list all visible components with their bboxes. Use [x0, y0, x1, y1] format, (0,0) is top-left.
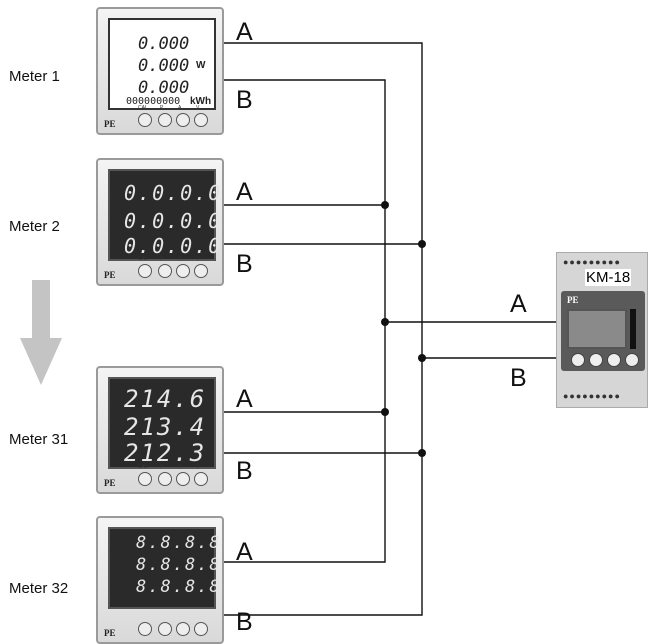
p-key-button[interactable] — [158, 472, 172, 486]
device-b-label: B — [510, 364, 527, 392]
display-line: 0.000 — [138, 34, 190, 54]
device-a-label: A — [510, 290, 527, 318]
meter-32-screen: 8.8.8.8 8.8.8.8 8.8.8.8 — [108, 527, 220, 609]
display-line: 0.0.0.0 — [124, 209, 223, 233]
meter-2-device: 0.0.0.0 0.0.0.0 0.0.0.0 PE CAL P A V — [96, 158, 224, 286]
meter-32-label: Meter 32 — [9, 580, 69, 597]
meter-2-b-label: B — [236, 250, 253, 278]
display-line: 0.0.0.0 — [124, 234, 223, 258]
continuation-arrow-shaft — [32, 280, 50, 338]
meter1-a-wire — [222, 42, 423, 616]
display-line: 8.8.8.8 — [136, 555, 222, 575]
meter-2-screen: 0.0.0.0 0.0.0.0 0.0.0.0 — [108, 169, 220, 261]
km-18-screen — [567, 309, 627, 349]
meter-1-screen: 0.000 0.000 W 0.000 000000000 kWh — [108, 18, 216, 110]
junction-dot — [418, 354, 426, 362]
display-line: 213.4 — [124, 413, 207, 441]
v-key-button[interactable] — [194, 113, 208, 127]
key-label: V — [196, 256, 200, 262]
terminal-row-bottom: ●●●●●●●●● — [563, 391, 621, 401]
key-label: A — [178, 256, 182, 262]
key-label: CAL — [138, 464, 148, 470]
meter-1-device: 0.000 0.000 W 0.000 000000000 kWh PE CAL… — [96, 7, 224, 135]
meter-31-a-label: A — [236, 385, 253, 413]
cal-key-button[interactable] — [138, 113, 152, 127]
v-key-button[interactable] — [194, 264, 208, 278]
junction-dot — [381, 408, 389, 416]
meter-32-b-label: B — [236, 608, 253, 636]
key-label: V — [196, 105, 200, 111]
brand-logo: PE — [567, 295, 579, 305]
meter-2-a-label: A — [236, 178, 253, 206]
unit-label: W — [196, 60, 206, 71]
km-18-status-bar — [630, 309, 636, 349]
key-label: V — [196, 464, 200, 470]
meter-31-b-label: B — [236, 457, 253, 485]
brand-logo: PE — [104, 119, 116, 129]
a-key-button[interactable] — [176, 113, 190, 127]
junction-dot — [381, 201, 389, 209]
cal-key-button[interactable] — [138, 622, 152, 636]
display-line: 8.8.8.8 — [136, 577, 222, 597]
v-key-button[interactable] — [194, 622, 208, 636]
meter-31-label: Meter 31 — [9, 431, 69, 448]
brand-logo: PE — [104, 270, 116, 280]
p-key-button[interactable] — [158, 113, 172, 127]
p-key-button[interactable] — [158, 264, 172, 278]
key-label: P — [160, 105, 164, 111]
display-line: 0.0.0.0 — [124, 181, 223, 205]
km-18-button[interactable] — [571, 353, 585, 367]
km-18-button[interactable] — [607, 353, 621, 367]
key-label: A — [178, 464, 182, 470]
meter-32-a-label: A — [236, 538, 253, 566]
display-line: 0.000 — [138, 56, 190, 76]
meter-1-a-label: A — [236, 18, 253, 46]
meter-1-label: Meter 1 — [9, 68, 60, 85]
key-label: CAL — [138, 256, 148, 262]
key-label: P — [160, 464, 164, 470]
meter-31-screen: 214.6 213.4 212.3 — [108, 377, 216, 469]
brand-logo: PE — [104, 478, 116, 488]
key-label: CAL — [138, 105, 148, 111]
km-18-label: KM-18 — [585, 269, 632, 286]
display-line: 212.3 — [124, 439, 207, 467]
km-18-button[interactable] — [625, 353, 639, 367]
key-label: A — [178, 105, 182, 111]
unit-label: kWh — [190, 96, 212, 107]
km-18-device: ●●●●●●●●● KM-18 PE ●●●●●●●●● — [556, 252, 648, 408]
a-key-button[interactable] — [176, 472, 190, 486]
junction-dot — [418, 449, 426, 457]
brand-logo: PE — [104, 628, 116, 638]
energy-counter: 000000000 — [126, 96, 181, 107]
junction-dot — [381, 318, 389, 326]
cal-key-button[interactable] — [138, 472, 152, 486]
meter-32-device: 8.8.8.8 8.8.8.8 8.8.8.8 PE — [96, 516, 224, 644]
meter1-b-wire — [222, 79, 386, 563]
key-label: P — [160, 256, 164, 262]
v-key-button[interactable] — [194, 472, 208, 486]
cal-key-button[interactable] — [138, 264, 152, 278]
meter-1-b-label: B — [236, 86, 253, 114]
continuation-arrow-head — [20, 338, 62, 385]
km-18-button[interactable] — [589, 353, 603, 367]
meter-31-device: 214.6 213.4 212.3 PE CAL P A V — [96, 366, 224, 494]
display-line: 0.000 — [138, 78, 190, 98]
terminal-row-top: ●●●●●●●●● — [563, 257, 621, 267]
p-key-button[interactable] — [158, 622, 172, 636]
display-line: 8.8.8.8 — [136, 533, 222, 553]
meter-2-label: Meter 2 — [9, 218, 60, 235]
a-key-button[interactable] — [176, 622, 190, 636]
display-line: 214.6 — [124, 385, 207, 413]
a-key-button[interactable] — [176, 264, 190, 278]
junction-dot — [418, 240, 426, 248]
